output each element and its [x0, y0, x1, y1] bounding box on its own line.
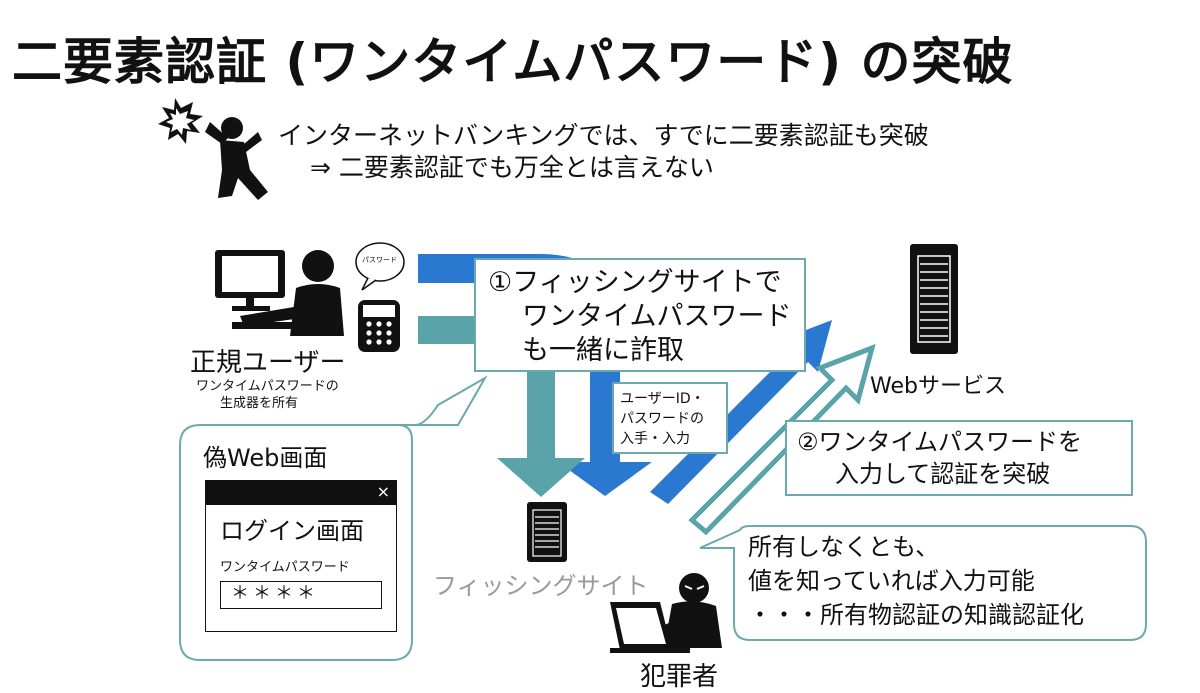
comment-text: 所有しなくとも、 値を知っていれば入力可能 ・・・所有物認証の知識認証化 — [748, 530, 1084, 632]
step1-box: ①フィッシングサイトで ワンタイムパスワード も一緒に詐取 — [474, 258, 806, 372]
web-server-icon — [910, 244, 958, 354]
page-title: 二要素認証 (ワンタイムパスワード) の突破 — [12, 33, 1014, 91]
user-label: 正規ユーザー — [190, 348, 346, 378]
step2-line-2: 入力して認証を突破 — [835, 460, 1051, 488]
criminal-to-service-teal-arrow — [688, 343, 876, 536]
password-speech-bubble-icon — [355, 242, 405, 291]
phishing-server-icon — [527, 502, 567, 562]
fake-login-window: × ログイン画面 ワンタイムパスワード ＊＊＊＊ — [205, 480, 397, 632]
criminal-at-laptop-icon — [610, 573, 722, 653]
otp-field-label: ワンタイムパスワード — [220, 560, 350, 575]
user-at-pc-icon — [215, 250, 344, 336]
input-note-line-1: ユーザーID・ — [620, 391, 705, 407]
step1-line-1: ①フィッシングサイトで — [488, 267, 782, 298]
input-note-line-3: 入手・入力 — [620, 431, 690, 447]
comment-callout-shape — [699, 525, 1147, 641]
fake-login-heading: ログイン画面 — [220, 517, 364, 545]
shocked-person-icon — [158, 98, 268, 200]
input-note-line-2: パスワードの — [620, 411, 704, 427]
intro-line-1: インターネットバンキングでは、すでに二要素認証も突破 — [278, 121, 929, 150]
step2-line-1: ②ワンタイムパスワードを — [797, 428, 1083, 456]
otp-input[interactable]: ＊＊＊＊ — [220, 581, 382, 609]
close-icon[interactable]: × — [376, 482, 390, 501]
comment-line-2: 値を知っていれば入力可能 — [748, 567, 1035, 595]
input-note-box: ユーザーID・ パスワードの 入手・入力 — [612, 382, 728, 454]
user-sub-2: 生成器を所有 — [220, 396, 299, 411]
password-bubble-text: パスワード — [362, 256, 397, 264]
user-sub-1: ワンタイムパスワードの — [196, 379, 339, 394]
otp-token-icon — [358, 300, 400, 352]
step1-line-2: ワンタイムパスワード — [522, 301, 792, 332]
phishing-site-label: フィッシングサイト — [433, 572, 649, 600]
fake-web-title: 偽Web画面 — [203, 444, 328, 472]
step2-box: ②ワンタイムパスワードを 入力して認証を突破 — [785, 420, 1133, 496]
intro-line-2: ⇒ 二要素認証でも万全とは言えない — [310, 153, 714, 182]
criminal-label: 犯罪者 — [640, 662, 719, 692]
web-service-label: Webサービス — [870, 374, 1006, 399]
comment-line-3: ・・・所有物認証の知識認証化 — [748, 601, 1084, 629]
fake-window-titlebar: × — [206, 481, 396, 505]
comment-line-1: 所有しなくとも、 — [748, 533, 940, 561]
step1-line-3: も一緒に詐取 — [522, 335, 684, 366]
